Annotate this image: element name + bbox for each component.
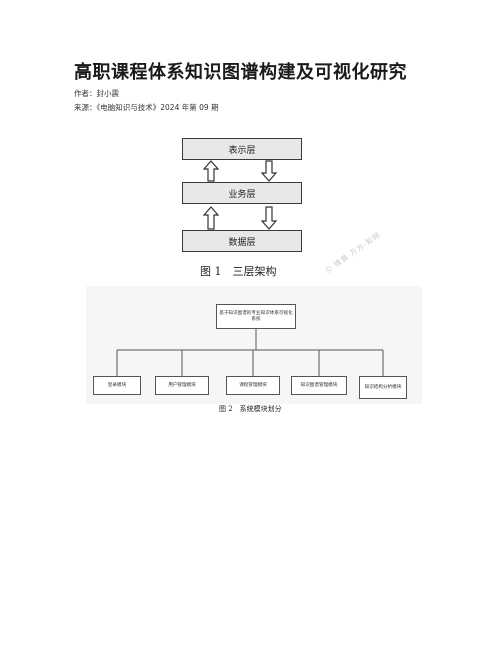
- figure-2-caption: 图 2 系统模块划分: [219, 405, 282, 413]
- source-line: 来源：《电脑知识与技术》2024 年第 09 期: [74, 103, 219, 112]
- up-arrow-icon: [203, 160, 219, 182]
- connector-lines: [116, 329, 384, 376]
- system-root-box: 基于知识图谱的专业知识体系可视化系统: [216, 304, 296, 329]
- presentation-layer-box: 表示层: [182, 138, 302, 160]
- figure-2-diagram: 基于知识图谱的专业知识体系可视化系统 登录模块 用户管理模块 课程管理模块 知识…: [86, 286, 422, 404]
- down-arrow-icon: [261, 206, 277, 230]
- module-box-knowledge-graph: 知识图谱管理模块: [291, 376, 347, 395]
- data-layer-box: 数据层: [182, 230, 302, 252]
- watermark: Ⓒ 维普·万方·知网: [323, 230, 383, 276]
- up-arrow-icon: [203, 206, 219, 230]
- figure-1-caption: 图 1 三层架构: [200, 265, 277, 278]
- author-line: 作者：封小震: [74, 89, 119, 98]
- module-box-course: 课程管理模块: [226, 376, 280, 395]
- business-layer-box: 业务层: [182, 182, 302, 204]
- down-arrow-icon: [261, 160, 277, 182]
- figure-1-diagram: 表示层 业务层 数据层: [175, 132, 310, 262]
- module-box-structure-analysis: 知识结构分析模块: [359, 376, 407, 399]
- module-box-user: 用户管理模块: [155, 376, 209, 395]
- article-title: 高职课程体系知识图谱构建及可视化研究: [74, 62, 407, 83]
- module-box-login: 登录模块: [93, 376, 141, 395]
